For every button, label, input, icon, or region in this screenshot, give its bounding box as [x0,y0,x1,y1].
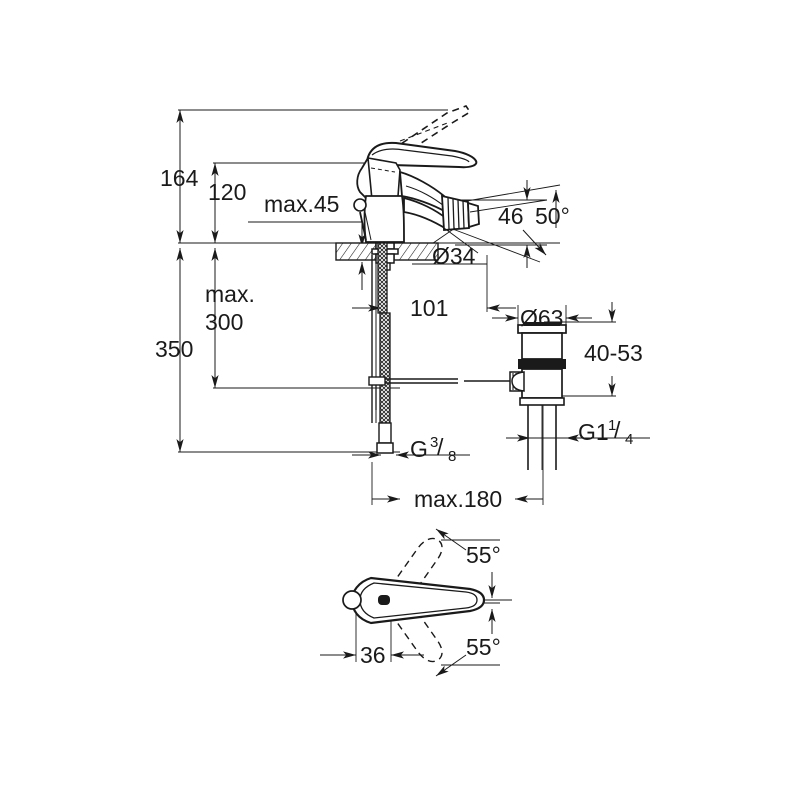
dim-label-55-upper: 55° [466,542,501,568]
dim-label-max300-value: 300 [205,309,243,335]
dim-line-50deg-lower [522,229,547,256]
dim-label-g38: G [410,436,428,462]
dim-label-g114-den: 4 [625,431,633,448]
dim-label-101: 101 [410,295,448,321]
dim-label-d63: Ø63 [520,305,563,331]
pop-up-linkage-rod [368,371,525,410]
pop-up-rod [353,198,372,241]
dim-label-50deg: 50° [535,203,570,229]
pop-up-waste-body [511,322,567,470]
dim-label-g114-slash: / [614,417,621,443]
dim-label-350: 350 [155,336,193,362]
dim-label-g114-num: 1 [608,417,616,434]
dim-label-max300-word: max. [205,281,255,307]
dim-label-120: 120 [208,179,246,205]
ext-line-50deg-ray1 [454,184,561,204]
dim-label-g38-slash: / [437,434,444,460]
flexible-hose-hot [377,242,388,314]
dim-label-d34: Ø34 [432,243,476,269]
dim-label-4053: 40-53 [584,340,643,366]
dim-label-max180: max.180 [414,486,502,512]
flexible-hose-cold [376,312,394,454]
dim-label-46: 46 [498,203,524,229]
dim-line-55-upper [435,528,467,551]
dim-line-55-lower [435,654,467,677]
dim-label-g38-num: 3 [430,434,438,451]
dim-label-164: 164 [160,165,199,191]
lever-handle-open-dashed [390,105,472,160]
lever-plan-view [342,537,512,663]
dim-label-g38-den: 8 [448,448,456,465]
dim-label-max45: max.45 [264,191,339,217]
dim-label-36: 36 [360,642,386,668]
dim-label-55-lower: 55° [466,634,501,660]
mixer-body [356,157,548,254]
dim-label-g114: G1 [578,419,609,445]
deck-hatching [335,242,439,261]
